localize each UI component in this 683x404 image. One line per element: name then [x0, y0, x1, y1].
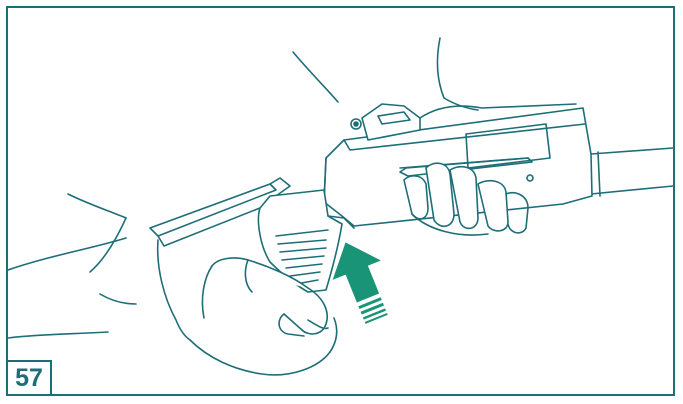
shotgun-illustration — [8, 8, 673, 394]
figure-frame: 57 — [6, 6, 675, 396]
step-number-box: 57 — [6, 360, 52, 396]
sleeve-folds — [68, 194, 136, 304]
upper-hand — [293, 38, 576, 118]
barrel — [591, 148, 673, 196]
step-number: 57 — [15, 366, 43, 391]
